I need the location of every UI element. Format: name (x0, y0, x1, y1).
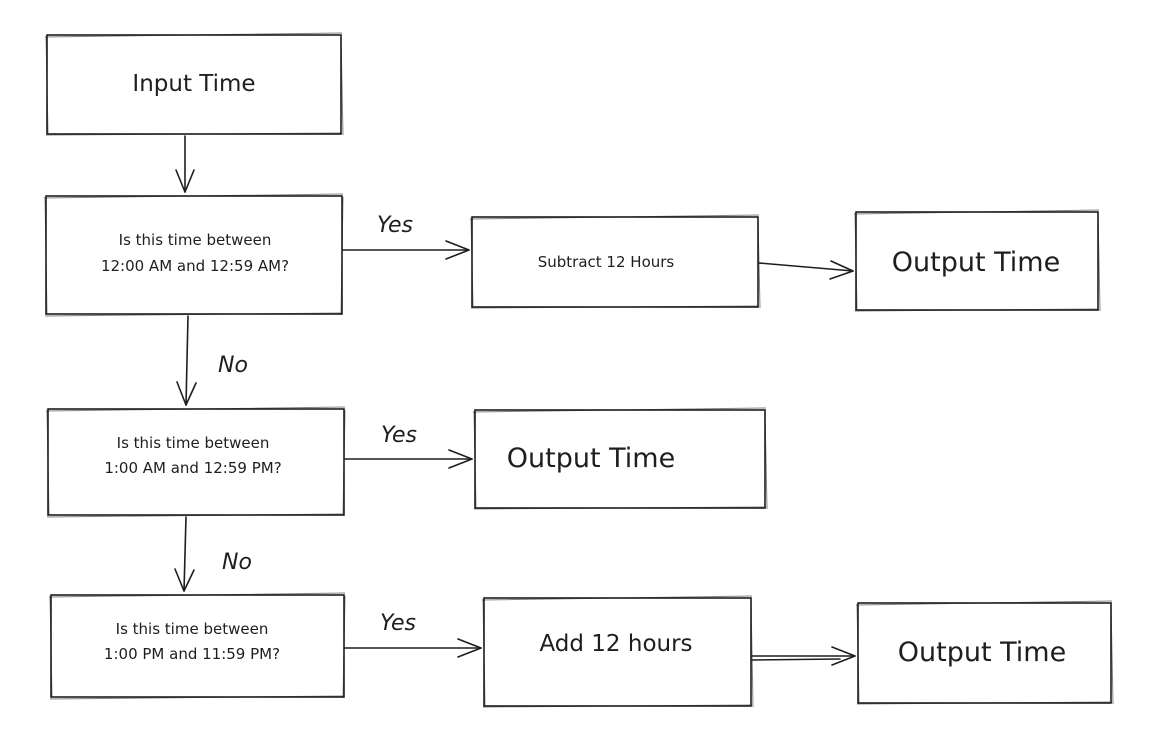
edge-label-decision-2-no: No (222, 550, 252, 575)
edge-label-decision-2-yes: Yes (381, 423, 417, 448)
edge-subtract-to-output-1 (758, 260, 854, 280)
node-label-decision-2-line-1: Is this time between (117, 434, 270, 452)
edge-decision-2-yes (344, 449, 473, 469)
node-label-subtract-12-hours: Subtract 12 Hours (538, 253, 675, 271)
node-label-output-time-3: Output Time (898, 637, 1066, 668)
node-label-decision-3-line-2: 1:00 PM and 11:59 PM? (104, 645, 280, 663)
node-label-decision-1-line-1: Is this time between (119, 231, 272, 249)
node-label-input-time: Input Time (132, 71, 255, 97)
node-label-decision-1-line-2: 12:00 AM and 12:59 AM? (101, 257, 289, 275)
node-decision-1: Is this time between 12:00 AM and 12:59 … (43, 193, 344, 317)
edge-label-decision-3-yes: Yes (380, 611, 416, 636)
node-label-decision-2-line-2: 1:00 AM and 12:59 PM? (104, 459, 281, 477)
node-subtract-12-hours: Subtract 12 Hours (469, 214, 761, 309)
node-decision-2: Is this time between 1:00 AM and 12:59 P… (45, 406, 346, 518)
edge-label-decision-1-yes: Yes (377, 213, 413, 238)
node-decision-3: Is this time between 1:00 PM and 11:59 P… (48, 592, 346, 700)
node-label-decision-3-line-1: Is this time between (116, 620, 269, 638)
node-output-time-2: Output Time (472, 407, 768, 510)
edge-label-decision-1-no: No (218, 353, 248, 378)
edge-decision-1-no (176, 315, 197, 406)
edge-decision-2-no (174, 516, 195, 592)
node-output-time-1: Output Time (853, 209, 1101, 312)
node-label-add-12-hours: Add 12 hours (539, 631, 692, 657)
node-label-output-time-1: Output Time (892, 247, 1060, 278)
node-label-output-time-2: Output Time (507, 443, 675, 474)
node-output-time-3: Output Time (855, 600, 1114, 705)
node-input-time: Input Time (44, 32, 344, 136)
edge-input-to-decision-1 (175, 135, 195, 193)
edge-decision-3-yes (344, 638, 482, 658)
node-add-12-hours: Add 12 hours (481, 595, 754, 708)
edge-decision-1-yes (342, 240, 470, 260)
edge-add-to-output-3 (751, 646, 856, 666)
